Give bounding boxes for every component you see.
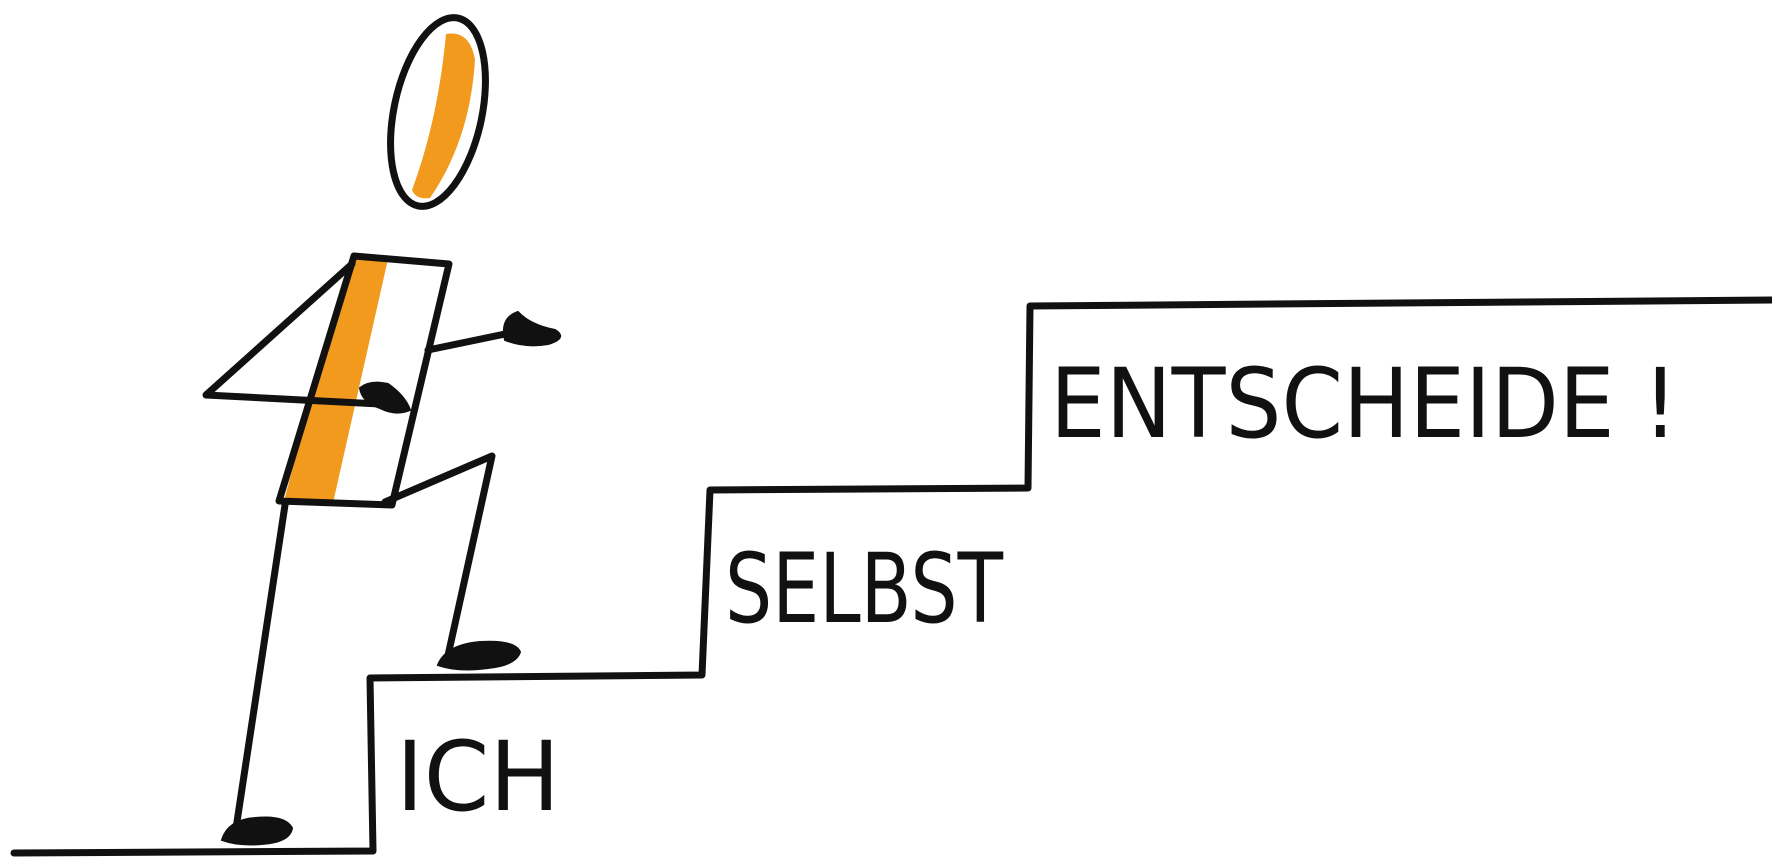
back-leg — [231, 501, 289, 839]
left-hand — [358, 381, 412, 414]
climbing-stick-figure-icon — [202, 14, 562, 846]
right-hand — [502, 310, 562, 347]
step-label-entscheide: ENTSCHEIDE ! — [1050, 348, 1678, 460]
left-arm — [202, 260, 404, 409]
staircase-line — [10, 296, 1772, 857]
head — [387, 14, 489, 210]
front-foot — [436, 640, 522, 671]
right-arm — [424, 329, 514, 354]
torso — [275, 252, 453, 509]
step-label-selbst: SELBST — [725, 533, 1003, 645]
step-label-ich: ICH — [396, 721, 560, 833]
back-foot — [220, 816, 294, 846]
front-leg — [381, 452, 496, 664]
